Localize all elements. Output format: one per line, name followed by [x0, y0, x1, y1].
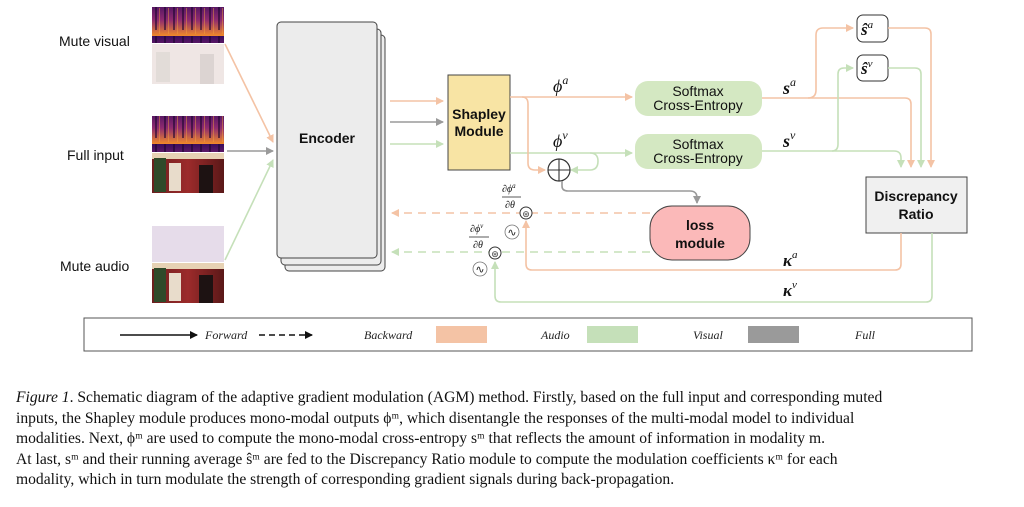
- caption-line-2: inputs, the Shapley module produces mono…: [16, 409, 855, 427]
- s-a-label: sa: [782, 75, 796, 98]
- line-shat-v-to-discrepancy: [888, 67, 925, 168]
- svg-text:∿: ∿: [507, 227, 516, 239]
- spectrogram-image: [152, 7, 224, 43]
- svg-text:ŝa: ŝa: [860, 19, 874, 39]
- multiply-node-audio: ⊛: [519, 206, 533, 220]
- caption-line-5: modality, which in turn modulate the str…: [16, 471, 675, 488]
- svg-text:∂ϕv: ∂ϕv: [470, 222, 484, 235]
- kappa-a-label: κa: [783, 249, 798, 270]
- softmax-a-line2: Cross-Entropy: [653, 97, 742, 113]
- line-s-a-to-shat-a: [762, 24, 854, 99]
- discrepancy-line2: Ratio: [899, 206, 934, 222]
- spectrogram-image: [152, 116, 224, 152]
- softmax-v-line1: Softmax: [672, 136, 723, 152]
- line-kappa-a: [522, 220, 902, 271]
- softmax-v-line2: Cross-Entropy: [653, 150, 742, 166]
- arrow-phi-a-to-sum: [521, 96, 546, 174]
- legend-forward-label: Forward: [204, 328, 248, 342]
- input-label-mute-visual: Mute visual: [59, 33, 130, 49]
- phi-v-label: ϕv: [553, 128, 568, 151]
- phi-a-label: ϕa: [553, 73, 568, 96]
- shapley-label-line2: Module: [455, 123, 504, 139]
- legend-audio-label: Audio: [540, 328, 570, 342]
- softmax-ce-visual: Softmax Cross-Entropy: [635, 134, 762, 169]
- grad-phi-v-fraction: ∂ϕv ∂θ: [469, 222, 489, 251]
- shat-a-box: ŝa: [856, 14, 889, 43]
- encoder-label: Encoder: [299, 130, 356, 146]
- discrepancy-ratio-block: Discrepancy Ratio: [865, 176, 968, 234]
- line-s-a-to-discrepancy: [808, 97, 915, 168]
- input-mute-visual: [152, 7, 224, 84]
- encoder-block: Encoder: [276, 21, 386, 272]
- svg-text:∿: ∿: [475, 264, 484, 276]
- svg-text:∂θ: ∂θ: [505, 200, 515, 211]
- spectrogram-faded: [152, 226, 224, 262]
- s-v-label: sv: [782, 128, 796, 151]
- shapley-module: Shapley Module: [447, 74, 511, 171]
- arrow-mute-visual-to-encoder: [224, 43, 274, 143]
- arrow-mute-audio-to-encoder: [224, 159, 274, 261]
- multiply-node-visual: ⊛: [488, 246, 502, 260]
- svg-text:⊛: ⊛: [491, 249, 499, 259]
- line-kappa-v: [491, 233, 933, 303]
- figure-label: Figure 1: [16, 389, 70, 406]
- line-s-v-to-discrepancy: [832, 150, 905, 168]
- input-label-full: Full input: [67, 147, 124, 163]
- input-label-mute-audio: Mute audio: [60, 258, 129, 274]
- legend-full-swatch: [748, 326, 799, 343]
- svg-text:ŝv: ŝv: [860, 58, 873, 78]
- shapley-label-line1: Shapley: [452, 106, 506, 122]
- input-full: [152, 116, 224, 193]
- input-mute-audio: [152, 226, 224, 303]
- shat-v-box: ŝv: [856, 54, 889, 82]
- wave-icon-visual: ∿: [472, 261, 488, 277]
- figure-caption: Figure 1. Schematic diagram of the adapt…: [16, 388, 1016, 491]
- legend-backward-label: Backward: [364, 328, 413, 342]
- line-s-v-to-shat-v: [762, 64, 854, 152]
- arrow-phi-v-to-sum: [570, 152, 599, 174]
- caption-line-3: modalities. Next, ϕᵐ are used to compute…: [16, 430, 826, 447]
- discrepancy-line1: Discrepancy: [874, 188, 957, 204]
- svg-text:∂ϕa: ∂ϕa: [502, 182, 516, 195]
- arrow-sum-to-loss: [561, 181, 701, 204]
- softmax-ce-audio: Softmax Cross-Entropy: [635, 81, 762, 116]
- agm-diagram: Mute visual Full input Mute audio Encode…: [59, 7, 973, 352]
- wave-icon-audio: ∿: [504, 224, 520, 240]
- sum-node: [547, 158, 571, 182]
- legend-audio-swatch: [436, 326, 487, 343]
- loss-line1: loss: [686, 217, 714, 233]
- caption-line-4: At last, sᵐ and their running average ŝᵐ…: [16, 450, 838, 468]
- legend: Forward Backward Audio Visual Full: [83, 317, 973, 352]
- loss-module: loss module: [649, 205, 751, 261]
- svg-text:∂θ: ∂θ: [473, 240, 483, 251]
- caption-line-1: Figure 1. Schematic diagram of the adapt…: [16, 389, 883, 406]
- svg-text:⊛: ⊛: [522, 209, 530, 219]
- legend-full-label: Full: [854, 328, 876, 342]
- legend-visual-label: Visual: [693, 328, 723, 342]
- line-shat-a-to-discrepancy: [888, 27, 935, 168]
- grad-phi-a-fraction: ∂ϕa ∂θ: [502, 182, 521, 211]
- softmax-a-line1: Softmax: [672, 83, 723, 99]
- loss-line2: module: [675, 235, 725, 251]
- kappa-v-label: κv: [783, 279, 797, 300]
- legend-visual-swatch: [587, 326, 638, 343]
